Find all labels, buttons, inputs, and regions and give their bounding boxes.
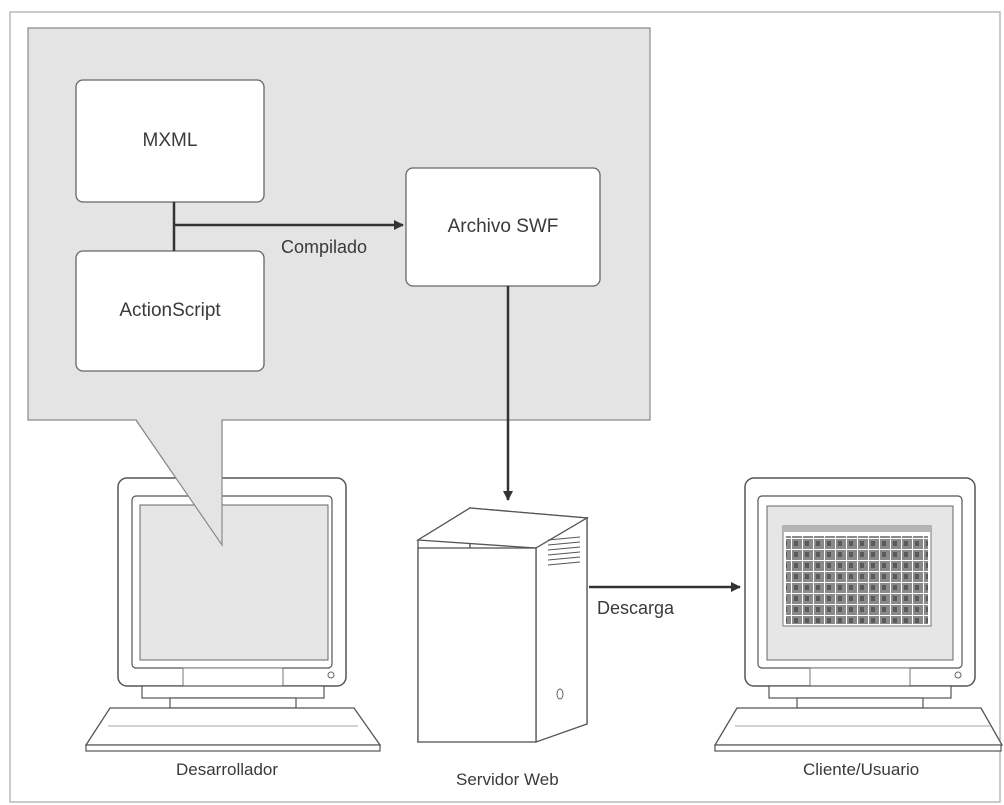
client-computer-icon bbox=[713, 477, 1004, 752]
swf-label: Archivo SWF bbox=[447, 216, 559, 237]
mxml-box bbox=[75, 79, 265, 203]
swf-box bbox=[405, 167, 601, 287]
bubble-tail-outline bbox=[135, 419, 223, 547]
server-caption: Servidor Web bbox=[456, 770, 559, 789]
compile-edge-label: Compilado bbox=[281, 237, 368, 257]
web-server-icon bbox=[415, 506, 590, 743]
download-edge-label: Descarga bbox=[597, 598, 675, 618]
developer-caption: Desarrollador bbox=[176, 760, 279, 779]
client-caption: Cliente/Usuario bbox=[803, 760, 920, 779]
actionscript-box bbox=[75, 250, 265, 372]
developer-computer-icon bbox=[84, 477, 382, 752]
actionscript-label: ActionScript bbox=[119, 300, 221, 321]
mxml-label: MXML bbox=[142, 130, 198, 151]
client-screen-app bbox=[782, 525, 932, 627]
